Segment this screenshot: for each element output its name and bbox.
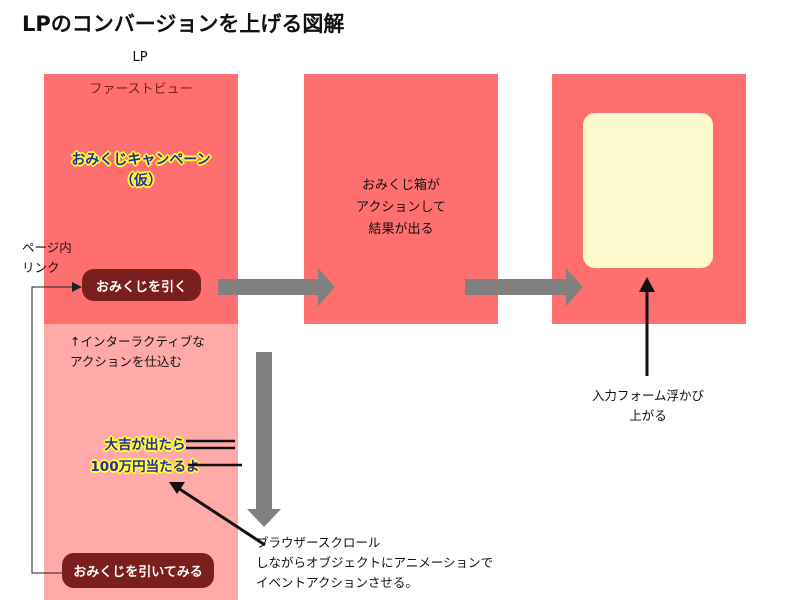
scroll-note-pointer-line	[177, 486, 266, 547]
modal-note-line2: 上がる	[629, 408, 667, 423]
interactive-note-line1: ↑インターラクティブな	[70, 334, 205, 349]
result-text-line2: 100万円当たるよ	[90, 459, 200, 475]
omikuji-box-text: おみくじ箱が アクションして 結果が出る	[304, 175, 498, 241]
scroll-note-line3: イベントアクションさせる。	[256, 575, 418, 590]
page-link-line	[31, 286, 77, 574]
first-view-label: ファーストビュー	[89, 82, 193, 97]
modal-pointer-icon	[639, 277, 655, 292]
input-form-modal	[583, 113, 713, 268]
omikuji-box-line3: 結果が出る	[368, 222, 434, 237]
scroll-note-line1: ブラウザースクロール	[256, 535, 381, 550]
omikuji-box-line1: おみくじ箱が	[361, 178, 440, 193]
scroll-down-arrow-icon	[247, 352, 281, 527]
campaign-title-line2: （仮）	[120, 173, 162, 189]
interactive-note: ↑インターラクティブな アクションを仕込む	[70, 332, 205, 372]
page-link-note-line1: ページ内	[22, 240, 72, 255]
scroll-note-line2: しながらオブジェクトにアニメーションで	[256, 555, 494, 570]
campaign-title: おみくじキャンペーン （仮）	[44, 150, 238, 192]
page-link-note: ページ内 リンク	[22, 238, 72, 278]
scroll-note-pointer-icon	[169, 482, 185, 494]
result-text: 大吉が出たら 100万円当たるよ	[70, 434, 220, 478]
page-link-note-line2: リンク	[22, 260, 60, 275]
arrow-to-box-icon	[218, 268, 335, 306]
page-link-arrow-icon	[72, 282, 82, 292]
campaign-title-line1: おみくじキャンペーン	[71, 152, 211, 168]
scroll-note: ブラウザースクロール しながらオブジェクトにアニメーションで イベントアクション…	[256, 533, 493, 593]
interactive-note-line2: アクションを仕込む	[70, 354, 182, 369]
try-omikuji-button[interactable]: おみくじを引いてみる	[62, 553, 214, 588]
modal-note: 入力フォーム浮かび 上がる	[586, 386, 710, 426]
draw-omikuji-button[interactable]: おみくじを引く	[82, 269, 201, 301]
modal-note-line1: 入力フォーム浮かび	[591, 388, 705, 403]
result-text-line1: 大吉が出たら	[104, 437, 186, 453]
lp-label: LP	[132, 50, 148, 65]
arrow-to-form-icon	[465, 268, 583, 306]
omikuji-box-line2: アクションして	[356, 200, 446, 215]
page-title: LPのコンバージョンを上げる図解	[22, 12, 345, 36]
